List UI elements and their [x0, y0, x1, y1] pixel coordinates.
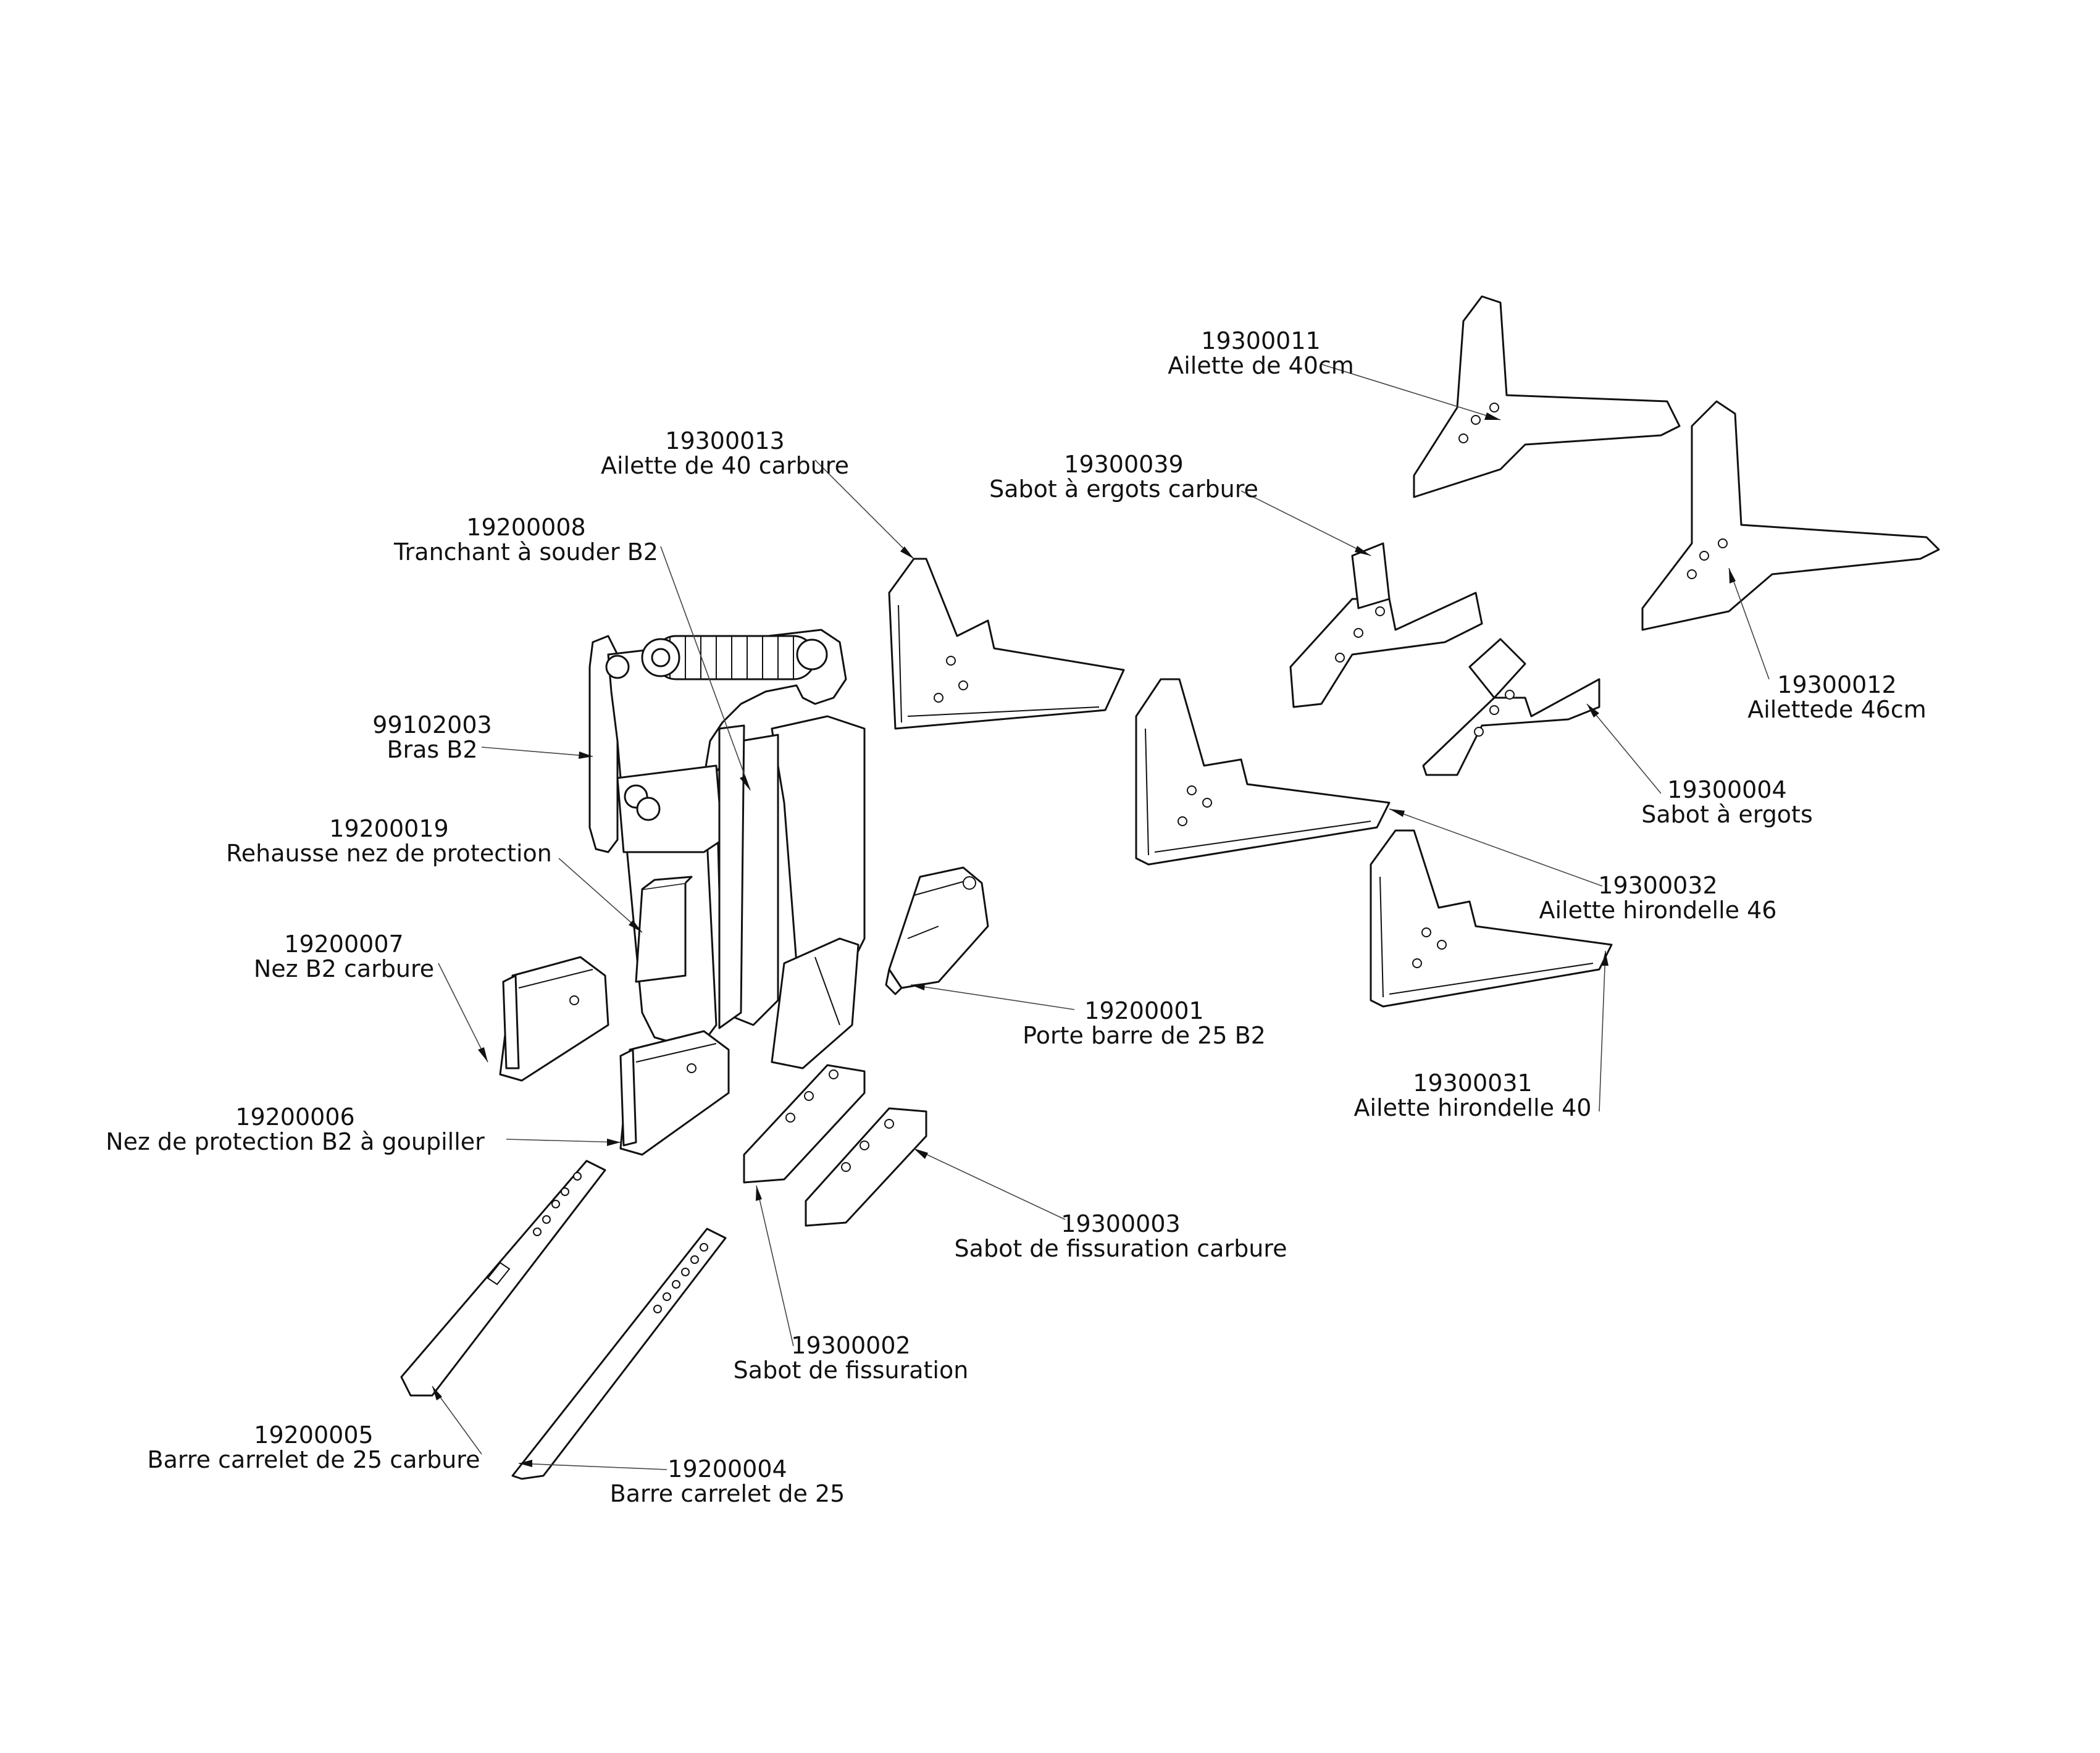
callout-name-19300003: Sabot de fissuration carbure: [955, 1235, 1287, 1262]
nose-b2-carbide-part: [499, 956, 609, 1082]
callout-name-19200019: Rehausse nez de protection: [226, 840, 552, 867]
callout-name-19200006: Nez de protection B2 à goupiller: [106, 1128, 485, 1155]
cracking-shoe-part: [743, 1064, 866, 1184]
callout-name-19300004: Sabot à ergots: [1641, 801, 1813, 828]
cracking-shoe-carbide-part: [805, 1107, 927, 1227]
callout-code-19200006: 19200006: [235, 1103, 354, 1131]
callout-code-19300003: 19300003: [1061, 1210, 1180, 1237]
callout-name-19200005: Barre carrelet de 25 carbure: [148, 1446, 480, 1473]
callout-name-19200007: Nez B2 carbure: [254, 955, 434, 982]
callout-name-19200004: Barre carrelet de 25: [610, 1480, 845, 1507]
callout-code-19200008: 19200008: [466, 514, 585, 541]
callout-name-19300032: Ailette hirondelle 46: [1539, 897, 1777, 924]
spring: [641, 635, 828, 680]
callout-code-19200005: 19200005: [254, 1421, 373, 1449]
lug-shoe-part: [1422, 638, 1600, 776]
callout-labels: 19300011 Ailette de 40cm 19300013 Ailett…: [106, 327, 1926, 1507]
bar-holder-25-b2-part: [885, 866, 989, 995]
callout-name-19200001: Porte barre de 25 B2: [1023, 1022, 1266, 1049]
wing-46cm-part: [1641, 400, 1940, 631]
callout-name-19300039: Sabot à ergots carbure: [989, 475, 1258, 503]
callout-name-19300013: Ailette de 40 carbure: [601, 452, 849, 479]
callout-code-19300012: 19300012: [1777, 671, 1896, 698]
swallow-wing-40-part: [1370, 829, 1613, 1008]
wing-40-carbide-part: [888, 558, 1125, 730]
callout-code-19200019: 19200019: [329, 815, 448, 842]
callout-name-99102003: Bras B2: [387, 736, 477, 763]
callout-name-19300012: Ailettede 46cm: [1747, 696, 1926, 723]
callout-code-19200007: 19200007: [284, 931, 403, 958]
callout-code-19300032: 19300032: [1598, 872, 1717, 899]
swallow-wing-46-part: [1135, 678, 1391, 866]
callout-name-19300031: Ailette hirondelle 40: [1354, 1094, 1592, 1121]
protection-nose-riser-part: [635, 876, 693, 983]
callout-name-19300002: Sabot de fissuration: [734, 1357, 969, 1384]
square-bar-25-part: [511, 1228, 727, 1480]
callout-code-19200004: 19200004: [667, 1455, 787, 1483]
pinned-protection-nose-b2-part: [619, 1030, 730, 1156]
callout-code-19300031: 19300031: [1413, 1069, 1532, 1097]
lug-shoe-carbide-part: [1289, 542, 1483, 708]
leader-lines: [432, 364, 1770, 1470]
weld-edge-b2-part: [718, 724, 745, 1029]
callout-code-19300002: 19300002: [791, 1332, 910, 1359]
callout-code-19300039: 19300039: [1064, 451, 1183, 478]
leader-arrowheads: [432, 412, 1736, 1467]
callout-name-19300011: Ailette de 40cm: [1168, 352, 1354, 379]
square-bar-25-carbide-part: [400, 1160, 606, 1397]
callout-code-19300013: 19300013: [665, 427, 784, 454]
callout-name-19200008: Tranchant à souder B2: [393, 538, 658, 566]
callout-code-19300004: 19300004: [1667, 776, 1786, 803]
callout-code-19300011: 19300011: [1201, 327, 1320, 354]
wing-40cm-part: [1413, 295, 1681, 498]
callout-code-19200001: 19200001: [1084, 997, 1203, 1024]
callout-code-99102003: 99102003: [372, 711, 492, 738]
